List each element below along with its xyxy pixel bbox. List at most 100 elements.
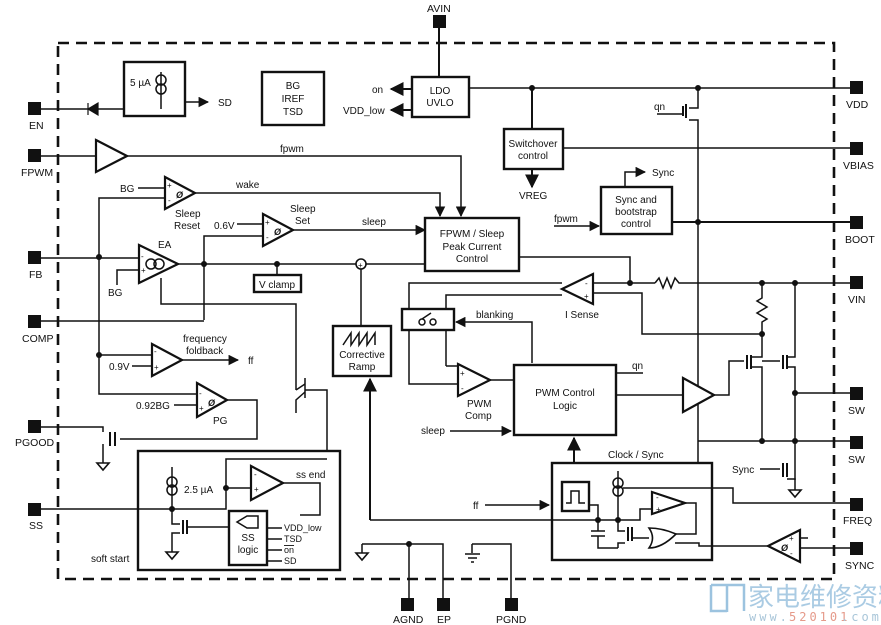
svg-text:SS: SS bbox=[241, 533, 255, 544]
pin-avin: AVIN bbox=[427, 3, 451, 28]
svg-text:FREQ: FREQ bbox=[843, 515, 872, 527]
svg-text:VDD_low: VDD_low bbox=[284, 523, 322, 533]
svg-text:SYNC: SYNC bbox=[845, 560, 875, 572]
svg-text:2.5 µA: 2.5 µA bbox=[184, 485, 213, 496]
svg-text:EN: EN bbox=[29, 120, 44, 132]
svg-text:bootstrap: bootstrap bbox=[615, 207, 657, 218]
sync-input-buffer: + - Ø bbox=[765, 528, 850, 564]
svg-text:Peak Current: Peak Current bbox=[443, 242, 502, 253]
svg-text:Sync: Sync bbox=[732, 465, 754, 476]
fpwm-sleep-peak-current-block: FPWM / Sleep Peak Current Control bbox=[423, 216, 631, 283]
svg-text:+: + bbox=[584, 292, 589, 301]
svg-text:COMP: COMP bbox=[22, 333, 54, 345]
svg-text:Comp: Comp bbox=[465, 411, 492, 422]
pin-vdd: VDD bbox=[846, 81, 869, 111]
svg-text:ff: ff bbox=[473, 501, 479, 512]
svg-text:-: - bbox=[585, 279, 588, 288]
svg-text:VDD: VDD bbox=[846, 99, 869, 111]
svg-text:.com: .com bbox=[841, 610, 881, 624]
svg-text:+: + bbox=[789, 534, 794, 543]
ground-icon bbox=[354, 552, 370, 562]
svg-text:I Sense: I Sense bbox=[565, 310, 599, 321]
watermark: 家电维修资料网 www. 520101 .com bbox=[709, 583, 881, 624]
pin-comp: COMP bbox=[22, 315, 54, 345]
svg-text:BOOT: BOOT bbox=[845, 234, 875, 246]
sawtooth-icon bbox=[342, 330, 376, 348]
pwm-control-logic-block: PWM Control Logic qn sleep bbox=[421, 361, 683, 465]
svg-text:SD: SD bbox=[284, 556, 297, 566]
svg-text:V clamp: V clamp bbox=[259, 280, 296, 291]
svg-text:Ø: Ø bbox=[781, 543, 789, 553]
earth-ground-icon bbox=[465, 553, 480, 563]
svg-text:PGOOD: PGOOD bbox=[15, 437, 55, 449]
svg-text:Sync: Sync bbox=[652, 168, 674, 179]
svg-text:-: - bbox=[790, 549, 793, 558]
svg-text:-: - bbox=[199, 389, 202, 398]
svg-text:Sleep: Sleep bbox=[175, 209, 201, 220]
pin-vin: VIN bbox=[848, 276, 866, 306]
svg-text:Ø: Ø bbox=[208, 398, 216, 408]
svg-text:0.92BG: 0.92BG bbox=[136, 401, 170, 412]
svg-text:VBIAS: VBIAS bbox=[843, 160, 874, 172]
ss-logic-block bbox=[227, 509, 269, 567]
svg-text:-: - bbox=[461, 384, 464, 393]
power-stage: Sync bbox=[681, 283, 850, 499]
svg-text:Switchover: Switchover bbox=[509, 139, 559, 150]
switchover-control-block: Switchover control VREG bbox=[502, 88, 850, 202]
svg-text:TSD: TSD bbox=[283, 107, 303, 118]
i-sense-amplifier: - + I Sense bbox=[408, 272, 850, 385]
svg-text:sleep: sleep bbox=[421, 426, 445, 437]
svg-text:PG: PG bbox=[213, 416, 228, 427]
svg-text:PWM: PWM bbox=[467, 399, 491, 410]
svg-text:Ramp: Ramp bbox=[349, 362, 376, 373]
capacitor-icon bbox=[591, 520, 618, 549]
svg-text:-: - bbox=[266, 233, 269, 242]
svg-text:logic: logic bbox=[238, 545, 259, 556]
pin-boot: BOOT bbox=[845, 216, 875, 246]
svg-text:-: - bbox=[656, 493, 659, 502]
svg-text:EP: EP bbox=[437, 614, 451, 625]
pin-pgnd: PGND bbox=[496, 598, 527, 625]
svg-text:Ø: Ø bbox=[274, 227, 282, 237]
or-gate-icon bbox=[647, 527, 678, 549]
svg-text:Ø: Ø bbox=[176, 190, 184, 200]
svg-text:on: on bbox=[284, 545, 294, 555]
sync-bootstrap-block: Sync and bootstrap control Sync fpwm bbox=[554, 166, 850, 236]
svg-text:VREG: VREG bbox=[519, 191, 548, 202]
svg-text:-: - bbox=[254, 470, 257, 479]
svg-text:家电维修资料网: 家电维修资料网 bbox=[748, 583, 881, 613]
svg-text:0.6V: 0.6V bbox=[214, 221, 235, 232]
svg-text:ff: ff bbox=[248, 356, 254, 367]
svg-text:Control: Control bbox=[456, 254, 488, 265]
pulse-generator-icon bbox=[560, 480, 591, 513]
svg-text:BG: BG bbox=[108, 288, 123, 299]
svg-text:FPWM: FPWM bbox=[21, 167, 53, 179]
soft-start-block: soft start 2.5 µA - + ss end SS logic VD… bbox=[41, 449, 342, 572]
svg-text:blanking: blanking bbox=[476, 310, 513, 321]
pgood-mosfet bbox=[41, 426, 116, 472]
svg-text:+: + bbox=[656, 505, 661, 514]
svg-text:qn: qn bbox=[632, 361, 643, 372]
svg-text:5 µA: 5 µA bbox=[130, 78, 151, 89]
svg-text:sleep: sleep bbox=[362, 217, 386, 228]
pin-fpwm: FPWM bbox=[21, 149, 53, 179]
svg-text:qn: qn bbox=[654, 102, 665, 113]
pin-en: EN bbox=[28, 102, 44, 132]
svg-text:PGND: PGND bbox=[496, 614, 527, 625]
svg-text:+: + bbox=[154, 363, 159, 372]
svg-text:+: + bbox=[141, 266, 146, 275]
en-circuit: 5 µA SD bbox=[41, 60, 232, 118]
svg-text:-: - bbox=[168, 196, 171, 205]
svg-text:+: + bbox=[254, 485, 259, 494]
frequency-foldback-comparator: - + 0.9V ff frequency foldback bbox=[96, 334, 254, 378]
pin-ep: EP bbox=[437, 598, 451, 625]
svg-text:ss end: ss end bbox=[296, 470, 325, 481]
pin-sw-1: SW bbox=[848, 387, 865, 417]
svg-text:FPWM / Sleep: FPWM / Sleep bbox=[440, 229, 505, 240]
book-icon bbox=[709, 583, 746, 613]
svg-text:UVLO: UVLO bbox=[426, 98, 453, 109]
svg-text:+: + bbox=[265, 218, 270, 227]
pin-pgood: PGOOD bbox=[15, 420, 55, 449]
svg-text:Reset: Reset bbox=[174, 221, 200, 232]
